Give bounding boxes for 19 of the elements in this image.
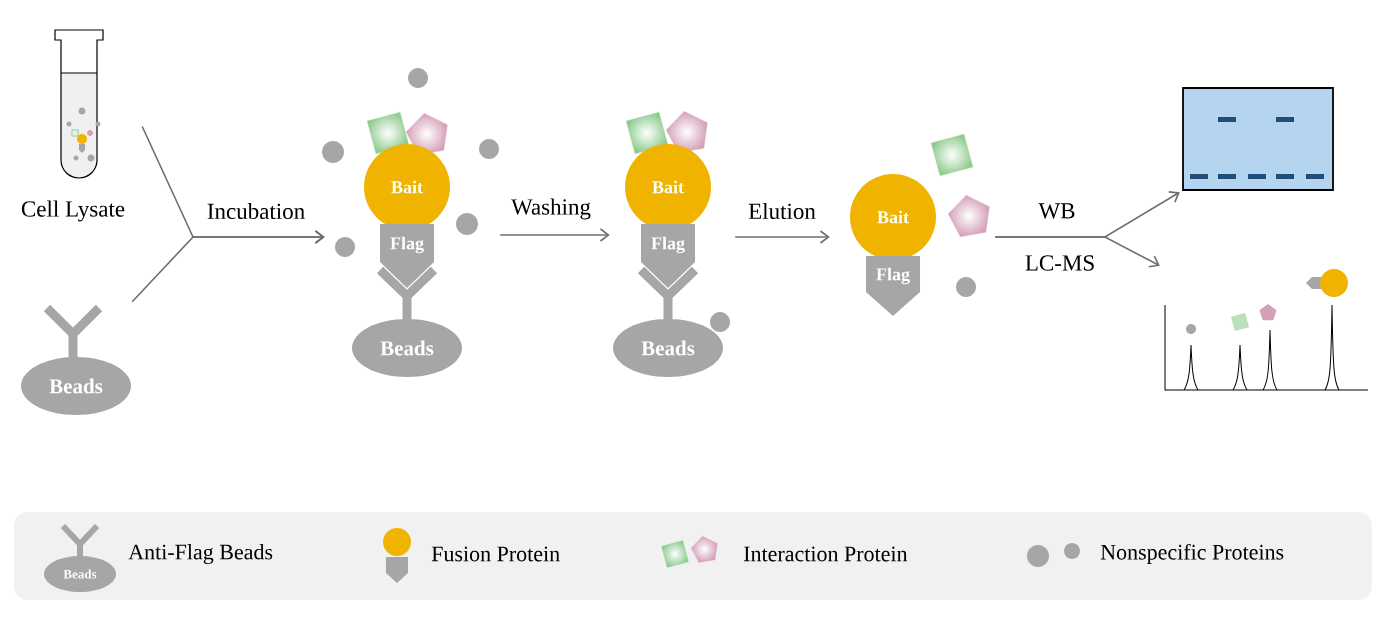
arrow bbox=[994, 236, 1160, 268]
edge-label: Washing bbox=[510, 197, 592, 221]
flag-tag: Flag bbox=[641, 224, 695, 288]
edge-label: LC-MS bbox=[1023, 254, 1097, 272]
gel-blot-drawing bbox=[1182, 87, 1334, 191]
mass-spectrum-drawing bbox=[1164, 269, 1369, 391]
edge-label: Incubation bbox=[205, 201, 307, 221]
flag-tag: Flag bbox=[866, 256, 920, 316]
arrow bbox=[499, 228, 610, 242]
flag-tag: Flag bbox=[380, 224, 434, 288]
edge-label: Elution bbox=[747, 201, 817, 221]
edge-label: WB bbox=[1037, 202, 1077, 220]
legend-text: Interaction Protein bbox=[744, 546, 908, 562]
legend-text: Nonspecific Proteins bbox=[1100, 543, 1284, 565]
node-label: Cell Lysate bbox=[21, 200, 125, 222]
legend-text: Anti-Flag Beads bbox=[128, 544, 273, 564]
legend-text: Fusion Protein bbox=[431, 546, 560, 562]
arrow bbox=[131, 230, 325, 303]
arrow bbox=[734, 230, 830, 244]
